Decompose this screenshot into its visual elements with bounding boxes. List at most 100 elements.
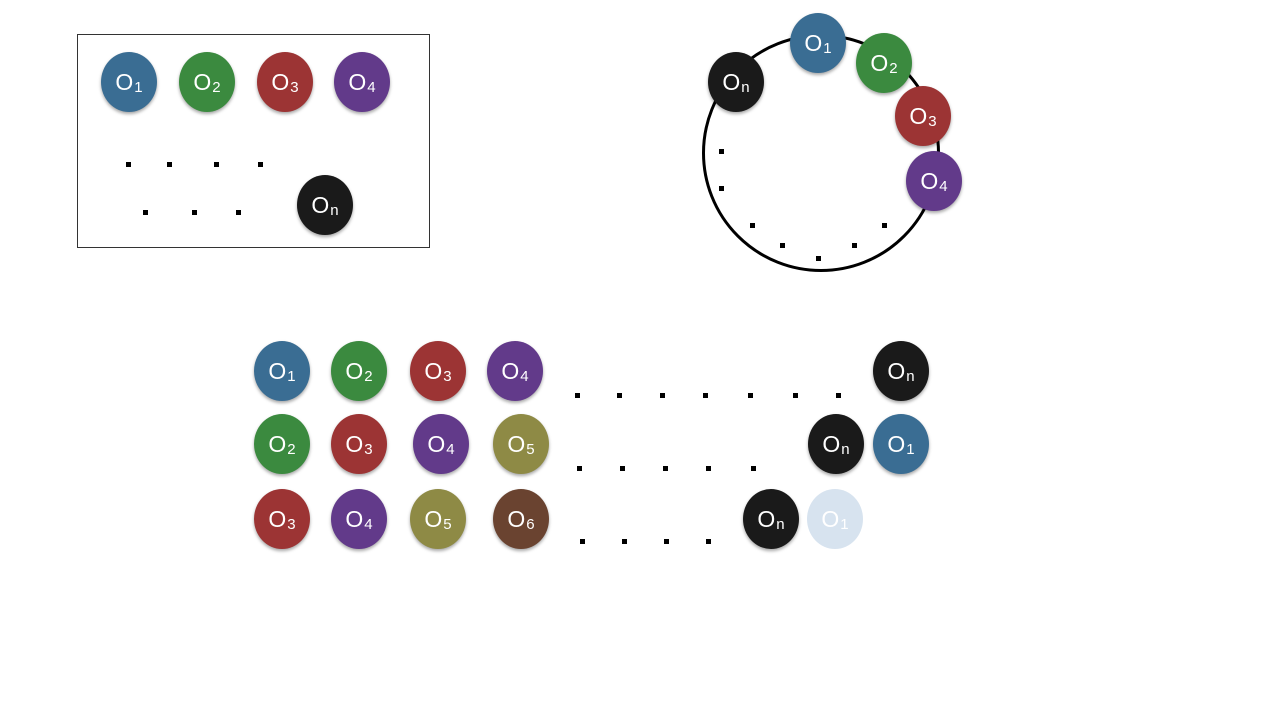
node-label: O: [507, 430, 526, 457]
node-subscript: 3: [928, 112, 937, 130]
node-subscript: 6: [526, 515, 535, 533]
node-label: O: [311, 191, 330, 218]
node-label: O: [268, 505, 287, 532]
ellipsis-dot: [192, 210, 197, 215]
ellipsis-dot: [706, 539, 711, 544]
ellipsis-dot: [836, 393, 841, 398]
node-subscript: 2: [212, 78, 221, 96]
ellipsis-dot: [852, 243, 857, 248]
ellipsis-dot: [719, 186, 724, 191]
ellipsis-dot: [780, 243, 785, 248]
node-subscript: 3: [443, 367, 452, 385]
node-subscript: 1: [906, 440, 915, 458]
node-subscript: n: [776, 515, 785, 533]
ellipsis-dot: [617, 393, 622, 398]
node-subscript: n: [330, 201, 339, 219]
node-label: O: [345, 505, 364, 532]
ellipsis-dot: [663, 466, 668, 471]
node-label: O: [501, 357, 520, 384]
node-subscript: 1: [840, 515, 849, 533]
node-label: O: [271, 68, 290, 95]
ellipsis-dot: [214, 162, 219, 167]
node-label: O: [821, 505, 840, 532]
ellipsis-dot: [580, 539, 585, 544]
node-subscript: 4: [939, 177, 948, 195]
ellipsis-dot: [620, 466, 625, 471]
node-subscript: 2: [287, 440, 296, 458]
node-label: O: [424, 505, 443, 532]
ellipsis-dot: [750, 223, 755, 228]
node-subscript: 5: [526, 440, 535, 458]
ellipsis-dot: [793, 393, 798, 398]
ellipsis-dot: [660, 393, 665, 398]
node-subscript: 4: [367, 78, 376, 96]
node-label: O: [887, 357, 906, 384]
node-subscript: 2: [889, 59, 898, 77]
node-label: O: [909, 102, 928, 129]
node-subscript: n: [841, 440, 850, 458]
ellipsis-dot: [577, 466, 582, 471]
ellipsis-dot: [622, 539, 627, 544]
node-label: O: [757, 505, 776, 532]
node-label: O: [268, 430, 287, 457]
node-label: O: [804, 29, 823, 56]
node-subscript: 4: [520, 367, 529, 385]
ellipsis-dot: [258, 162, 263, 167]
node-label: O: [115, 68, 134, 95]
node-subscript: 1: [134, 78, 143, 96]
node-set-box: [77, 34, 430, 248]
node-subscript: 3: [364, 440, 373, 458]
node-label: O: [348, 68, 367, 95]
node-label: O: [193, 68, 212, 95]
node-subscript: 1: [823, 39, 832, 57]
node-label: O: [507, 505, 526, 532]
node-label: O: [268, 357, 287, 384]
node-label: O: [345, 357, 364, 384]
node-label: O: [870, 49, 889, 76]
ellipsis-dot: [706, 466, 711, 471]
ellipsis-dot: [748, 393, 753, 398]
ellipsis-dot: [143, 210, 148, 215]
node-subscript: n: [741, 78, 750, 96]
ellipsis-dot: [751, 466, 756, 471]
node-label: O: [427, 430, 446, 457]
ellipsis-dot: [703, 393, 708, 398]
node-label: O: [424, 357, 443, 384]
node-label: O: [822, 430, 841, 457]
node-subscript: 4: [364, 515, 373, 533]
ellipsis-dot: [126, 162, 131, 167]
node-subscript: 5: [443, 515, 452, 533]
node-subscript: 2: [364, 367, 373, 385]
node-label: O: [345, 430, 364, 457]
ellipsis-dot: [236, 210, 241, 215]
node-label: O: [920, 167, 939, 194]
node-subscript: n: [906, 367, 915, 385]
ellipsis-dot: [664, 539, 669, 544]
node-label: O: [722, 68, 741, 95]
ellipsis-dot: [719, 149, 724, 154]
ellipsis-dot: [816, 256, 821, 261]
node-subscript: 1: [287, 367, 296, 385]
